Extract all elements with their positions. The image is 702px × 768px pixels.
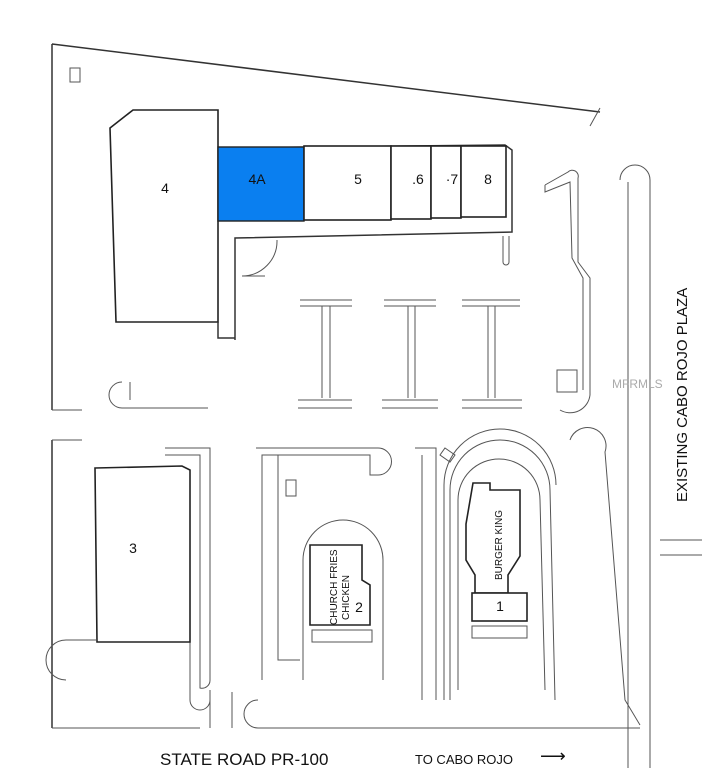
- unit-1-label: 1: [496, 598, 504, 614]
- unit-1[interactable]: [471, 592, 528, 622]
- watermark: MFRMLS: [612, 377, 663, 391]
- arrow-right-icon: ⟶: [540, 746, 566, 766]
- church-label-2: CHICKEN: [341, 575, 352, 620]
- building-2-church-fries-chicken[interactable]: [309, 544, 371, 626]
- unit-3-label: 3: [129, 540, 137, 556]
- building-3[interactable]: [94, 465, 191, 643]
- unit-5-label: 5: [354, 171, 362, 187]
- burger-king-label: BURGER KING: [494, 510, 505, 580]
- unit-8[interactable]: [460, 145, 507, 218]
- building-1-burger-king[interactable]: [465, 482, 521, 594]
- state-road-label: STATE ROAD PR-100: [160, 750, 328, 768]
- unit-8-label: 8: [484, 171, 492, 187]
- church-label-1: CHURCH FRIES: [329, 549, 340, 625]
- unit-6-label: .6: [412, 171, 424, 187]
- unit-7-label: ·7: [446, 171, 459, 187]
- unit-2-label: 2: [355, 599, 363, 615]
- dumpster: [69, 67, 81, 83]
- to-cabo-rojo-label: TO CABO ROJO: [415, 752, 513, 767]
- property-boundary: [51, 43, 601, 728]
- parking-islands-bottom: [45, 409, 641, 729]
- unit-4-label: 4: [161, 180, 169, 196]
- unit-4a[interactable]: [217, 146, 305, 222]
- unit-5[interactable]: [303, 145, 392, 221]
- cabo-rojo-plaza-label: EXISTING CABO ROJO PLAZA: [674, 288, 691, 502]
- unit-4a-label: 4A: [248, 171, 266, 187]
- unit-6[interactable]: [390, 145, 432, 220]
- building-4[interactable]: [109, 109, 219, 323]
- unit-7[interactable]: [430, 145, 462, 219]
- parking-islands-top: [108, 107, 702, 768]
